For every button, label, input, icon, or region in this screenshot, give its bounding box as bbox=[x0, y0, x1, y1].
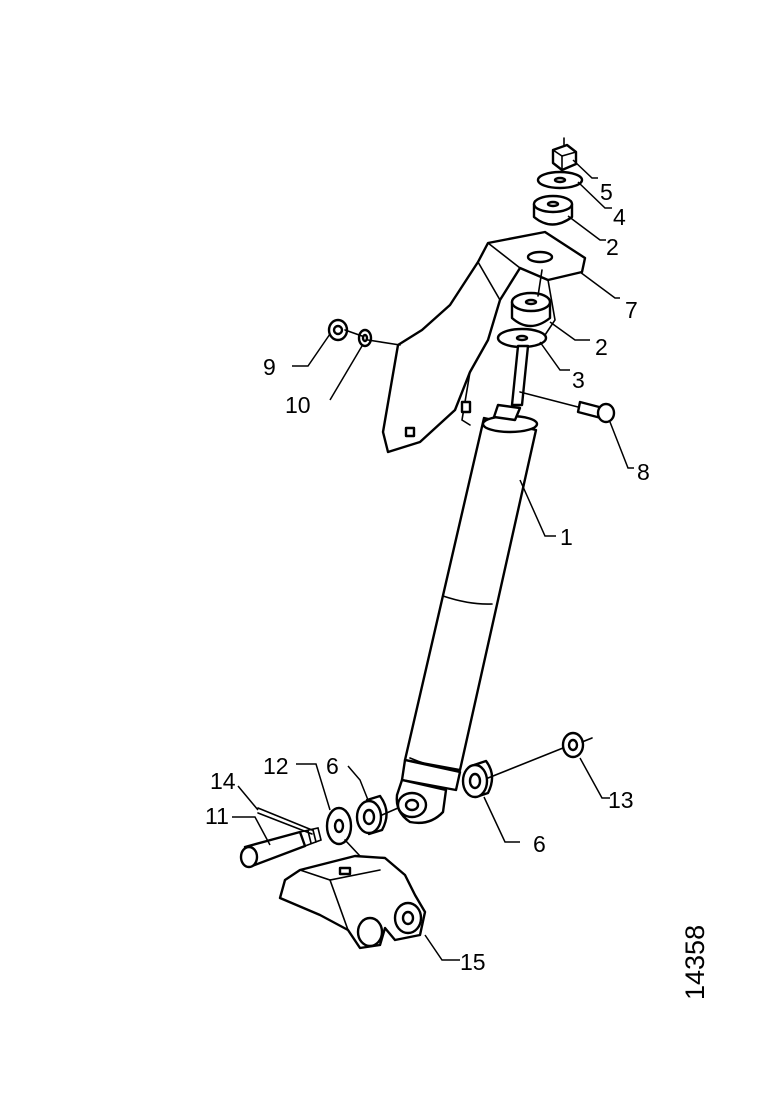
bracket-washer bbox=[357, 328, 373, 348]
axle-bracket bbox=[278, 854, 427, 950]
callouts: 5 4 2 7 2 3 9 10 8 1 6 12 14 11 13 6 15 bbox=[205, 179, 650, 975]
callout-12: 12 bbox=[263, 753, 289, 779]
callout-2-lower: 2 bbox=[595, 334, 608, 360]
eye-bolt bbox=[239, 827, 322, 869]
upper-rubber-bush bbox=[532, 194, 574, 226]
callout-15: 15 bbox=[460, 949, 486, 975]
eye-washer bbox=[325, 806, 353, 846]
left-eye-bush bbox=[355, 794, 388, 836]
piston-rod bbox=[510, 344, 530, 407]
callout-9: 9 bbox=[263, 354, 276, 380]
callout-5: 5 bbox=[600, 179, 613, 205]
shock-absorber-body bbox=[400, 403, 539, 792]
callout-6-right: 6 bbox=[533, 831, 546, 857]
callout-1: 1 bbox=[560, 524, 573, 550]
eye-nut bbox=[561, 731, 585, 759]
callout-10: 10 bbox=[285, 392, 311, 418]
callout-14: 14 bbox=[210, 768, 236, 794]
lower-washer bbox=[496, 327, 548, 349]
callout-13: 13 bbox=[608, 787, 634, 813]
bracket-bolt bbox=[576, 400, 616, 424]
lower-rubber-bush bbox=[510, 291, 552, 328]
drawing-reference-number: 14358 bbox=[680, 924, 710, 1000]
right-eye-bush bbox=[461, 759, 494, 799]
leader-lines bbox=[232, 159, 634, 961]
assembly-axis-lines bbox=[344, 137, 593, 857]
callout-3: 3 bbox=[572, 367, 585, 393]
top-washer bbox=[536, 170, 584, 190]
callout-2-upper: 2 bbox=[606, 234, 619, 260]
upper-bracket bbox=[381, 230, 587, 454]
cotter-pin bbox=[257, 807, 313, 835]
callout-4: 4 bbox=[613, 204, 626, 230]
callout-8: 8 bbox=[637, 459, 650, 485]
shock-lower-eye bbox=[395, 778, 448, 825]
callout-6-left: 6 bbox=[326, 753, 339, 779]
callout-11: 11 bbox=[205, 803, 229, 829]
top-nut bbox=[551, 143, 578, 172]
callout-7: 7 bbox=[625, 297, 638, 323]
